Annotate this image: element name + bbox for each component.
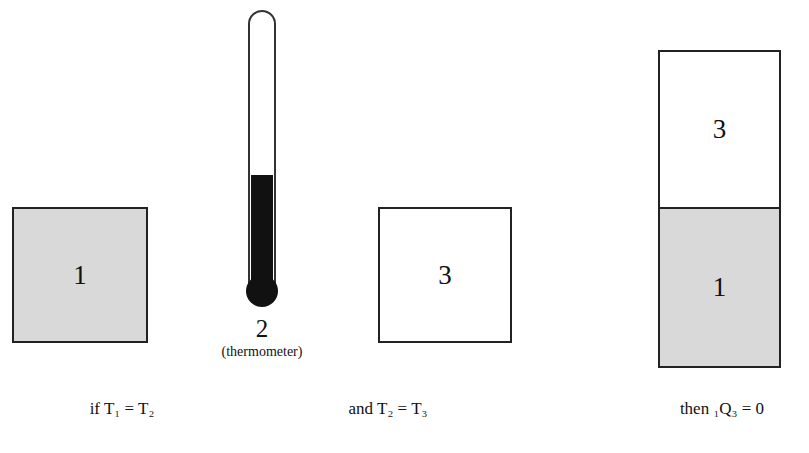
thermometer-label: 2 [256,315,269,343]
body-number: 3 [438,262,452,289]
body-box: 1 [658,207,781,368]
body-number: 1 [713,274,727,301]
body-box: 3 [378,207,512,343]
thermometer-tube [249,11,275,290]
body-box: 3 [658,50,781,209]
body-number: 1 [73,262,87,289]
body-box: 1 [12,207,148,343]
thermometer-label: (thermometer) [222,344,303,359]
thermometer-mercury [251,175,273,290]
body-number: 3 [713,116,727,143]
thermometer-bulb [246,275,278,307]
condition-text: if T₁ = T₂ [90,400,155,419]
condition-text: and T₂ = T₃ [349,400,428,419]
condition-text: then ₁Q₃ = 0 [680,400,764,419]
